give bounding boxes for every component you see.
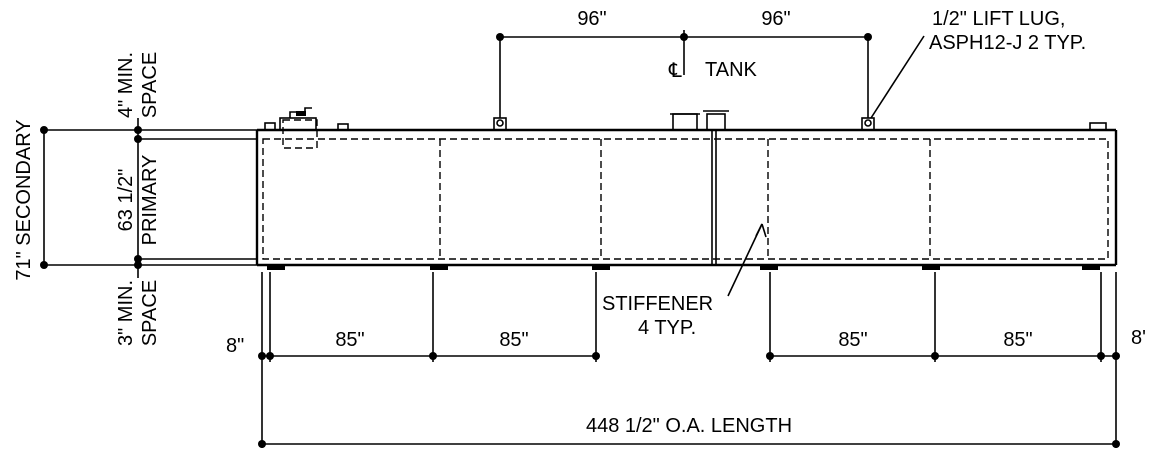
dimension-dot bbox=[266, 352, 274, 360]
lift-lug-right-hole bbox=[864, 119, 872, 127]
dimension-dot bbox=[496, 33, 504, 41]
fitting-small-right bbox=[1089, 122, 1107, 131]
primary-height-value: 63 1/2" bbox=[115, 169, 137, 232]
fitting-vent bbox=[279, 117, 317, 131]
dim-85-4: 85" bbox=[1003, 329, 1032, 351]
overall-length-label: 448 1/2" O.A. LENGTH bbox=[586, 415, 792, 437]
end-spacing-left: 8" bbox=[226, 335, 244, 357]
lift-lug-label-line1: 1/2" LIFT LUG, bbox=[932, 8, 1065, 30]
fitting-center-b bbox=[706, 113, 726, 131]
dimension-dot bbox=[40, 261, 48, 269]
support-foot bbox=[760, 265, 778, 270]
dimension-dot bbox=[592, 352, 600, 360]
dimension-dot bbox=[134, 126, 142, 134]
support-foot bbox=[267, 265, 285, 270]
fitting-small bbox=[337, 123, 349, 131]
support-foot bbox=[922, 265, 940, 270]
centerline-tank-label: TANK bbox=[705, 59, 758, 81]
secondary-height-label: 71" SECONDARY bbox=[13, 119, 35, 280]
dimension-dot bbox=[1112, 440, 1120, 448]
dim-96-right: 96" bbox=[761, 8, 790, 30]
dim-96-left: 96" bbox=[577, 8, 606, 30]
stiffener-label-line1: STIFFENER bbox=[602, 293, 713, 315]
top-fittings bbox=[264, 107, 1107, 149]
bottom-space-word: SPACE bbox=[139, 280, 161, 346]
lift-lug-left-hole bbox=[496, 119, 504, 127]
top-dimension-96: 96" 96" bbox=[496, 8, 872, 118]
top-space-word: SPACE bbox=[139, 52, 161, 118]
dimension-dot bbox=[429, 352, 437, 360]
support-foot bbox=[1082, 265, 1100, 270]
dimension-dot bbox=[40, 126, 48, 134]
leader-line bbox=[870, 35, 925, 119]
dim-85-1: 85" bbox=[335, 329, 364, 351]
dimension-dot bbox=[258, 440, 266, 448]
lift-lug-callout: 1/2" LIFT LUG, ASPH12-J 2 TYP. bbox=[870, 8, 1086, 119]
top-space-value: 4" MIN. bbox=[115, 52, 137, 118]
support-foot bbox=[592, 265, 610, 270]
overall-length-dimension: 448 1/2" O.A. LENGTH bbox=[258, 415, 1120, 448]
dim-85-2: 85" bbox=[499, 329, 528, 351]
bottom-space-value: 3" MIN. bbox=[115, 280, 137, 346]
tank-body bbox=[255, 128, 1118, 270]
primary-tank-outline bbox=[262, 138, 1109, 260]
fitting-manway-outline bbox=[282, 119, 318, 149]
dimension-dot bbox=[134, 135, 142, 143]
support-foot bbox=[430, 265, 448, 270]
leader-arrow bbox=[761, 223, 767, 238]
fitting-small bbox=[264, 122, 276, 131]
dimension-dot bbox=[1112, 352, 1120, 360]
fitting-cap bbox=[296, 111, 306, 116]
dimension-dot bbox=[766, 352, 774, 360]
leader-arrow bbox=[755, 223, 763, 237]
bottom-spacing-dimensions: 8" 8' 85" 85" 85" 85" bbox=[226, 272, 1146, 448]
primary-height-word: PRIMARY bbox=[139, 155, 161, 246]
stiffener-label-line2: 4 TYP. bbox=[638, 317, 696, 339]
dimension-dot bbox=[134, 261, 142, 269]
centerline-symbol: ℄ bbox=[668, 60, 682, 82]
dimension-dot bbox=[1097, 352, 1105, 360]
dimension-dot bbox=[258, 352, 266, 360]
dimension-dot bbox=[680, 33, 688, 41]
left-vertical-dimensions: 71" SECONDARY 4" MIN. SPACE 63 1/2" PRIM… bbox=[13, 52, 257, 346]
end-spacing-right: 8' bbox=[1131, 327, 1146, 349]
dimension-dot bbox=[931, 352, 939, 360]
lift-lug-label-line2: ASPH12-J 2 TYP. bbox=[929, 32, 1086, 54]
stiffener-callout: STIFFENER 4 TYP. bbox=[602, 223, 767, 339]
dimension-dot bbox=[864, 33, 872, 41]
dimension-dot bbox=[134, 255, 142, 263]
fitting-center-a bbox=[672, 113, 698, 131]
dim-85-3: 85" bbox=[838, 329, 867, 351]
